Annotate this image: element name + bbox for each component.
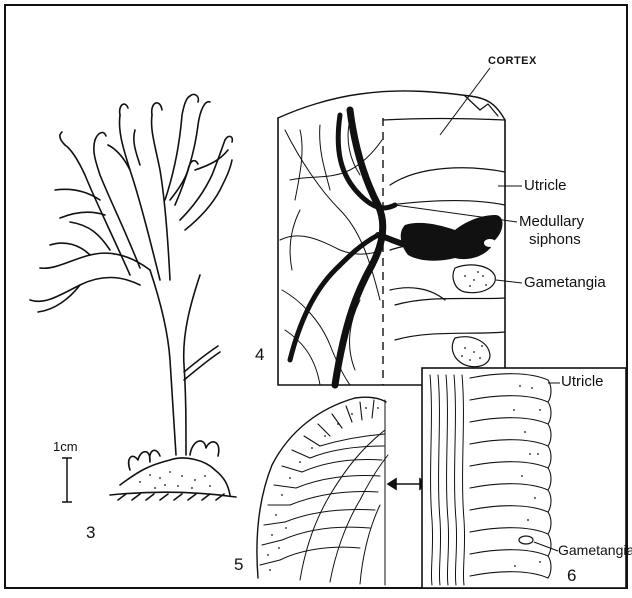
holdfast-stipple [139, 471, 211, 489]
label-gametangia: Gametangia [524, 275, 606, 290]
label-figure-6: 6 [567, 567, 576, 584]
label-figure-5: 5 [234, 556, 243, 573]
gametangia-stipple [461, 271, 487, 361]
fig5-stipple [267, 407, 379, 571]
label-gametangia-inset: Gametangia [558, 543, 632, 557]
cortex-section-drawing [278, 91, 505, 385]
scale-bar [62, 458, 72, 502]
label-scale-1cm: 1cm [53, 440, 78, 453]
utricle-cross-section-drawing [257, 397, 388, 585]
label-medullary: Medullary [519, 214, 584, 229]
label-cortex: CORTEX [488, 56, 537, 67]
label-utricle: Utricle [524, 178, 567, 193]
label-utricle-inset: Utricle [561, 374, 604, 389]
label-siphons: siphons [529, 232, 581, 247]
label-figure-4: 4 [255, 346, 264, 363]
label-figure-3: 3 [86, 524, 95, 541]
